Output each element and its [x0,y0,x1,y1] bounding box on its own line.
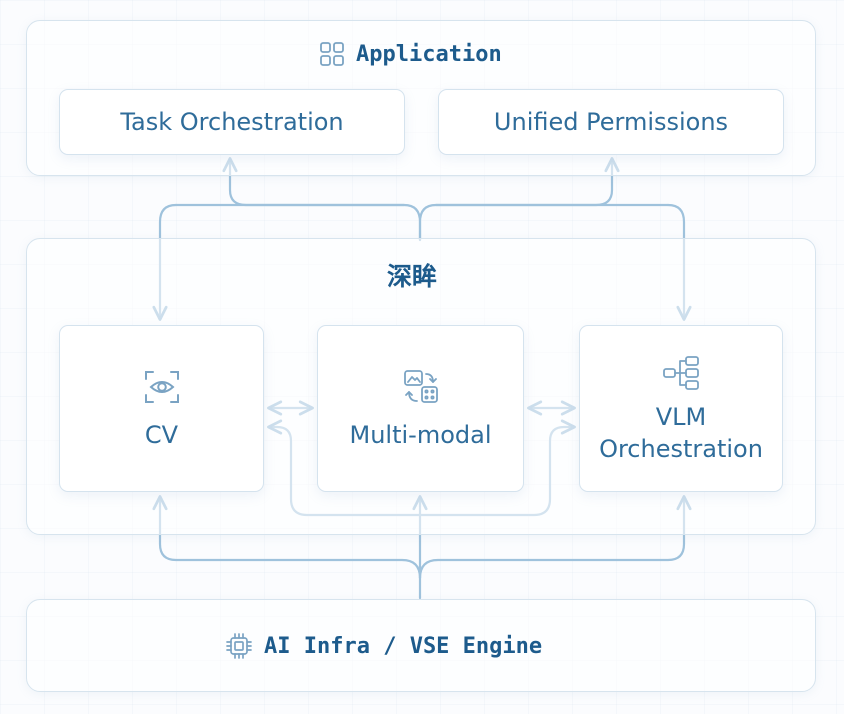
vlm-orchestration-card[interactable]: VLM Orchestration [579,325,783,492]
arrow-infra-to-vlm [418,495,692,580]
arrow-to-vlm [666,203,692,321]
multimodal-swap-icon [403,369,438,403]
application-heading: Application [318,38,502,70]
core-title: 深眸 [387,262,438,291]
multimodal-card[interactable]: Multi-modal [317,325,524,492]
task-orchestration-box[interactable]: Task Orchestration [59,89,405,155]
arrow-infra-to-cv [152,495,422,580]
vlm-label-line-2: Orchestration [599,434,763,463]
cpu-chip-icon [226,633,252,659]
unified-permissions-label: Unified Permissions [493,108,729,136]
cv-card[interactable]: CV [59,325,264,492]
eye-scan-icon [144,370,179,403]
arrow-to-cv [152,203,178,321]
flow-nodes-icon [663,355,699,390]
unified-permissions-box[interactable]: Unified Permissions [438,89,784,155]
core-heading: 深眸 [387,258,437,292]
vlm-orchestration-label: VLM Orchestration [599,401,763,465]
grid-apps-icon [320,42,344,66]
application-title: Application [356,41,502,67]
task-orchestration-label: Task Orchestration [120,108,344,136]
infra-title: AI Infra / VSE Engine [264,633,543,659]
cv-label: CV [144,420,179,449]
infra-heading: AI Infra / VSE Engine [224,630,542,662]
vlm-label-line-1: VLM [655,402,707,431]
multimodal-label: Multi-modal [349,420,492,449]
infra-layer [26,599,816,692]
